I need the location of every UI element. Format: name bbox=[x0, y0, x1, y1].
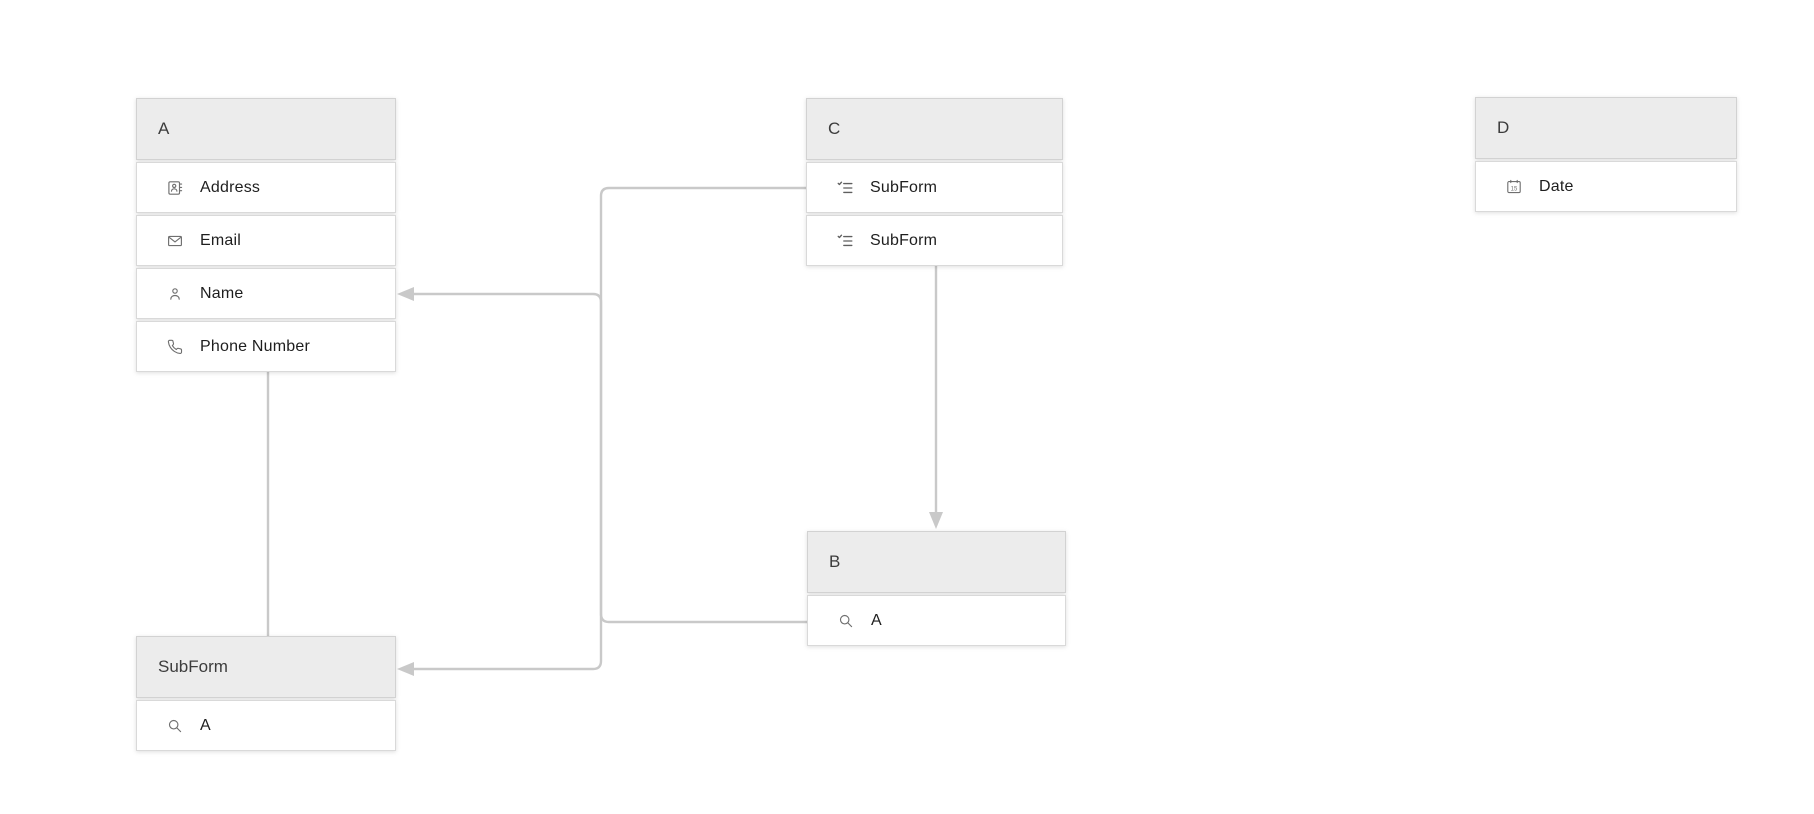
svg-text:15: 15 bbox=[1511, 186, 1518, 192]
field-row[interactable]: Phone Number bbox=[136, 321, 396, 372]
field-label: Name bbox=[200, 284, 244, 302]
field-row[interactable]: SubForm bbox=[806, 162, 1063, 213]
arrowhead bbox=[397, 287, 414, 301]
field-row[interactable]: Email bbox=[136, 215, 396, 266]
node-header-B[interactable]: B bbox=[807, 531, 1066, 593]
arrowhead bbox=[929, 512, 943, 529]
field-row[interactable]: Name bbox=[136, 268, 396, 319]
subform-icon bbox=[837, 180, 853, 196]
connector-b-lookup-to-a-name bbox=[414, 292, 807, 624]
subform-icon bbox=[837, 233, 853, 249]
connector-c-subform1-to-subform bbox=[414, 186, 806, 671]
field-label: SubForm bbox=[870, 231, 938, 249]
field-label: A bbox=[871, 611, 882, 629]
email-icon bbox=[167, 233, 183, 249]
node-header-D[interactable]: D bbox=[1475, 97, 1737, 159]
field-row[interactable]: Address bbox=[136, 162, 396, 213]
field-label: SubForm bbox=[870, 178, 938, 196]
node-title: SubForm bbox=[158, 657, 228, 676]
phone-icon bbox=[167, 339, 183, 355]
lookup-icon bbox=[838, 613, 854, 629]
field-label: A bbox=[200, 716, 211, 734]
field-row[interactable]: 15 Date bbox=[1475, 161, 1737, 212]
node-title: D bbox=[1497, 118, 1510, 137]
lookup-icon bbox=[167, 718, 183, 734]
node-title: B bbox=[829, 552, 841, 571]
field-row[interactable]: SubForm bbox=[806, 215, 1063, 266]
node-title: A bbox=[158, 119, 170, 138]
node-header-C[interactable]: C bbox=[806, 98, 1063, 160]
field-label: Email bbox=[200, 231, 242, 249]
calendar-icon: 15 bbox=[1506, 179, 1522, 195]
user-icon bbox=[167, 286, 183, 302]
field-label: Address bbox=[200, 178, 261, 196]
field-row[interactable]: A bbox=[807, 595, 1066, 646]
field-row[interactable]: A bbox=[136, 700, 396, 751]
node-title: C bbox=[828, 119, 841, 138]
node-header-SubForm[interactable]: SubForm bbox=[136, 636, 396, 698]
arrowhead bbox=[397, 662, 414, 676]
address-book-icon bbox=[167, 180, 183, 196]
field-label: Phone Number bbox=[200, 337, 311, 355]
node-header-A[interactable]: A bbox=[136, 98, 396, 160]
field-label: Date bbox=[1539, 177, 1574, 195]
form-node-D[interactable]: D 15 Date bbox=[1475, 97, 1737, 212]
